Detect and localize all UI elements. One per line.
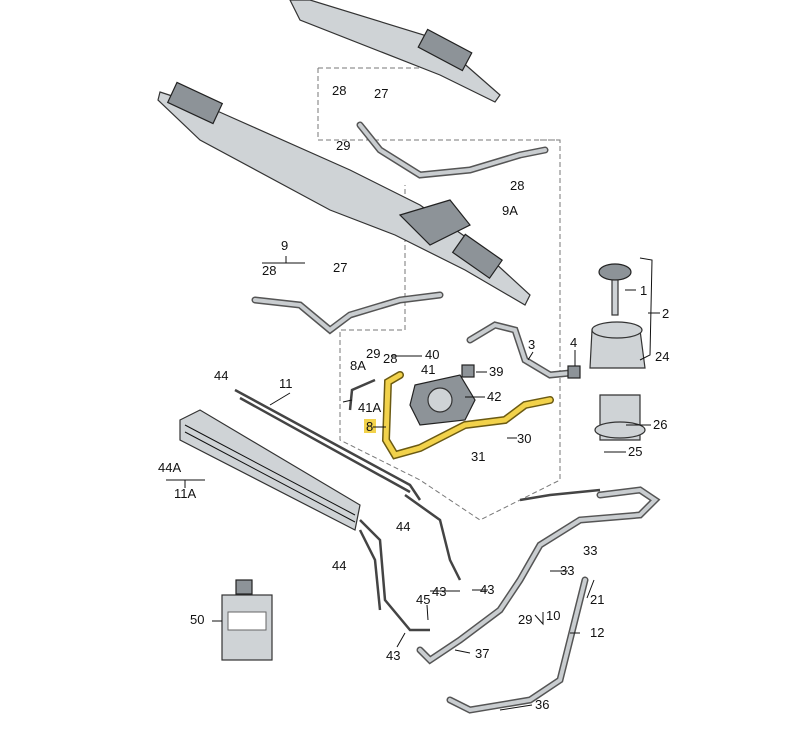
callout[interactable]: 24 [655,349,669,364]
callout[interactable]: 28 [510,178,524,193]
callout[interactable]: 11 [279,376,293,391]
leader-lines [166,256,660,711]
callout[interactable]: 26 [653,417,667,432]
callout[interactable]: 30 [517,431,531,446]
group-frame [317,68,561,521]
callout[interactable]: 29 [518,612,532,627]
callout[interactable]: 11A [174,486,196,501]
callout[interactable]: 8 [366,419,373,434]
callout[interactable]: 45 [416,592,430,607]
callout[interactable]: 36 [535,697,549,712]
callout[interactable]: 2 [662,306,669,321]
highlight-marker [364,419,376,433]
callout[interactable]: 44 [214,368,228,383]
callout[interactable]: 39 [489,364,503,379]
steering-rack-lower[interactable] [157,81,531,306]
callout[interactable]: 44A [158,460,181,475]
callout[interactable]: 28 [383,351,397,366]
callout[interactable]: 29 [366,346,380,361]
steering-rack-upper[interactable] [289,0,501,103]
cooler-11[interactable] [179,388,422,531]
callout[interactable]: 31 [471,449,485,464]
callout[interactable]: 44 [396,519,410,534]
callout[interactable]: 25 [628,444,642,459]
callout[interactable]: 42 [487,389,501,404]
callout[interactable]: 43 [386,648,400,663]
callout[interactable]: 12 [590,625,604,640]
group-frame [318,67,560,141]
hose-9A[interactable] [356,121,549,179]
callout[interactable]: 1 [640,283,647,298]
callout[interactable]: 41A [358,400,381,415]
callout[interactable]: 29 [336,138,350,153]
callout[interactable]: 21 [590,592,604,607]
callout[interactable]: 28 [332,83,346,98]
power-steering-pump-42[interactable] [409,364,476,426]
callout[interactable]: 28 [262,263,276,278]
callout[interactable]: 27 [333,260,347,275]
pressure-hose-8[interactable] [381,371,554,460]
callout[interactable]: 4 [570,335,577,350]
callout[interactable]: 44 [332,558,346,573]
callout[interactable]: 27 [374,86,388,101]
callouts: 28 27 29 28 9A 9 28 27 1 2 3 4 8A 29 28 … [158,83,669,712]
callout[interactable]: 40 [425,347,439,362]
reservoir-2[interactable] [589,263,646,441]
callout[interactable]: 10 [546,608,560,623]
callout[interactable]: 37 [475,646,489,661]
pipe-8A[interactable] [348,378,376,411]
callout[interactable]: 33 [583,543,597,558]
callout[interactable]: 8A [350,358,366,373]
callout[interactable]: 50 [190,612,204,627]
cooler-lines[interactable] [358,493,462,632]
fluid-canister-50[interactable] [221,579,273,661]
callout[interactable]: 9 [281,238,288,253]
callout[interactable]: 3 [528,337,535,352]
callout[interactable]: 41 [421,362,435,377]
hose-12[interactable] [446,576,589,714]
callout[interactable]: 9A [502,203,518,218]
clamp-4[interactable] [567,365,581,379]
